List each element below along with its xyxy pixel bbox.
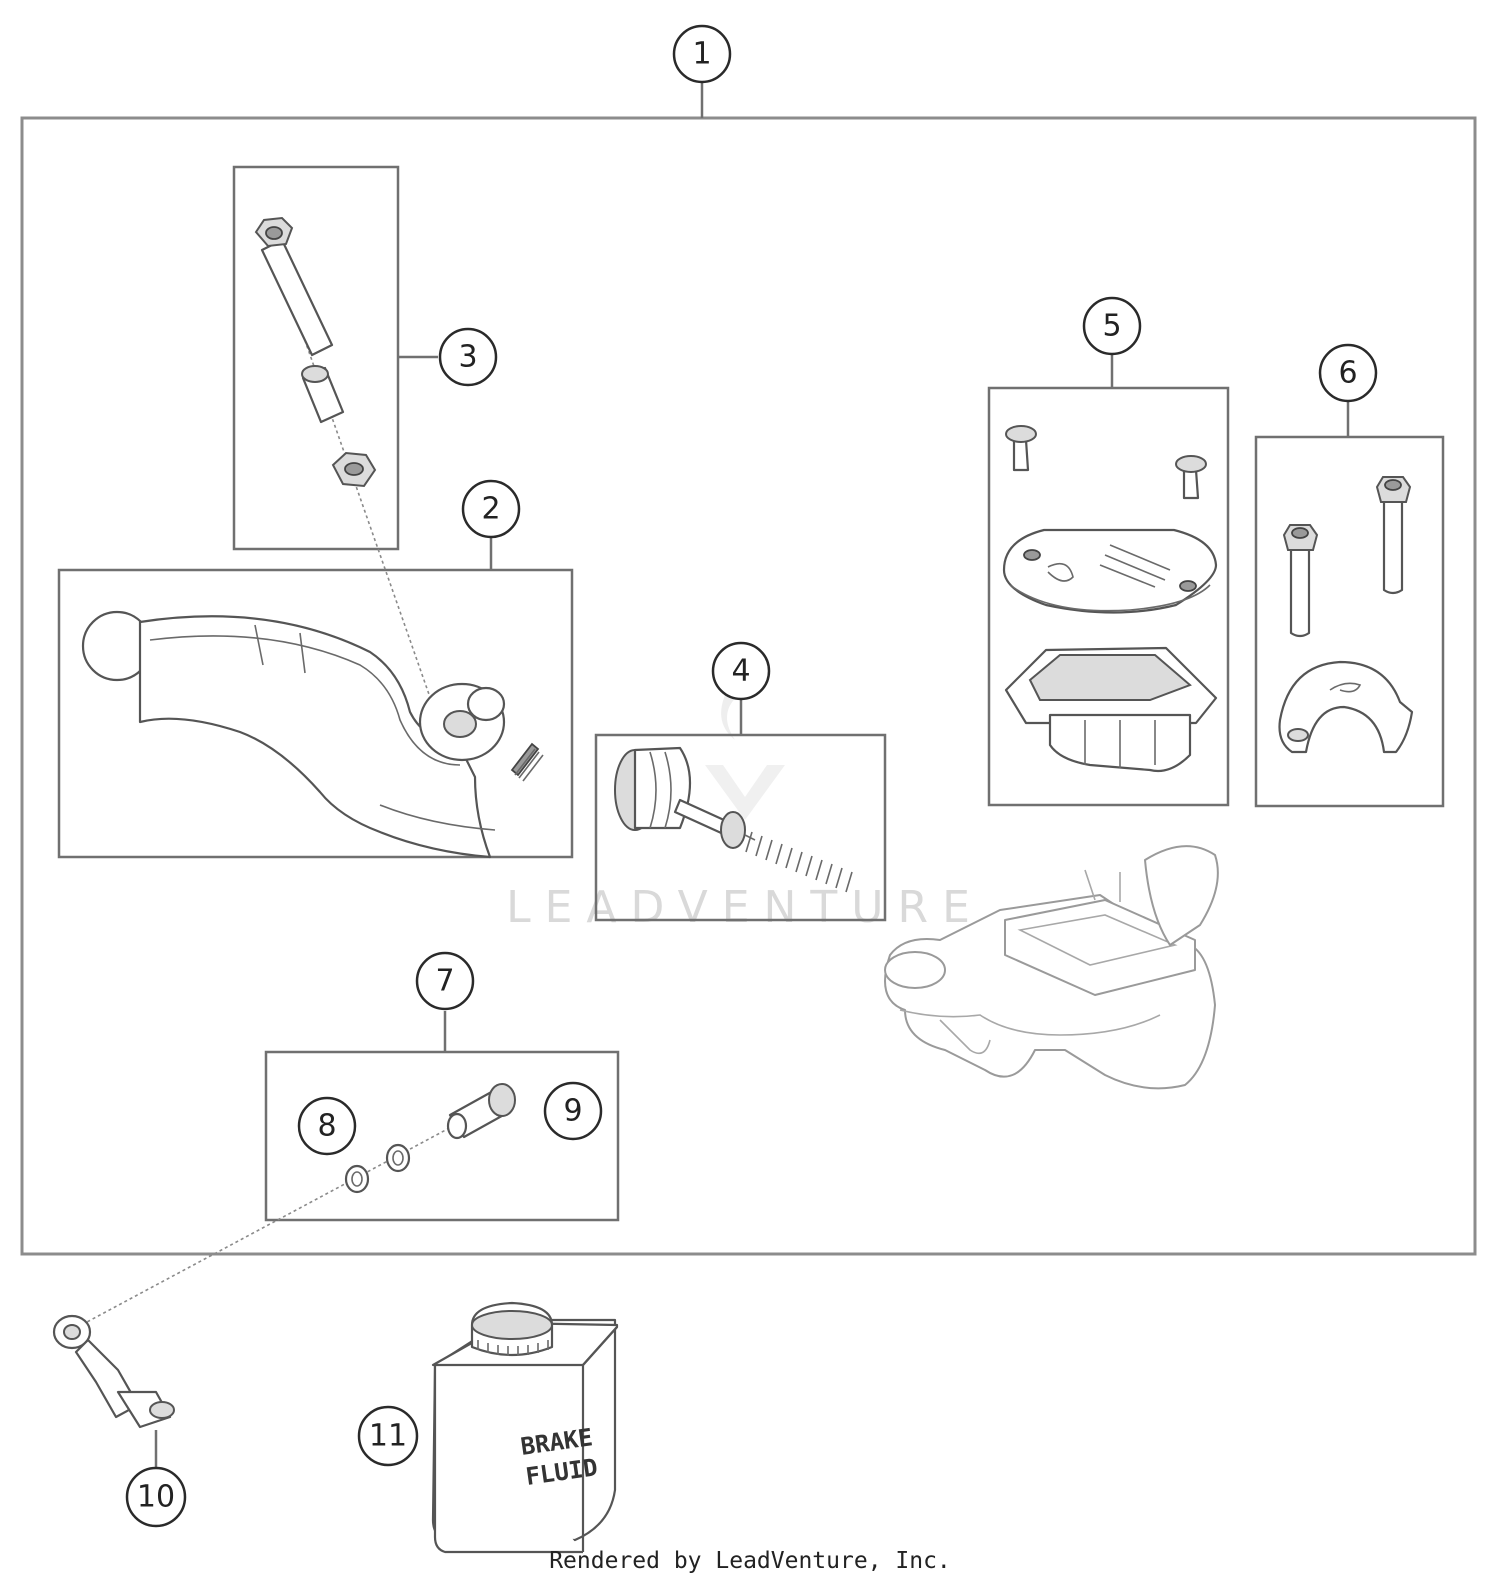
master-cylinder-body xyxy=(884,845,1219,1090)
cover-screw-left xyxy=(1005,425,1037,472)
handlebar-clamp xyxy=(1278,660,1414,754)
piston-kit xyxy=(614,746,853,893)
render-credit: Rendered by LeadVenture, Inc. xyxy=(549,1548,951,1574)
clamp-bolt-left xyxy=(1282,524,1319,638)
watermark: LEADVENTURE xyxy=(506,676,984,933)
bleeder-screw xyxy=(446,1083,516,1140)
callout-1: 1 xyxy=(672,24,732,84)
callout-8: 8 xyxy=(297,1096,357,1156)
callout-7: 7 xyxy=(415,951,475,1011)
group-frame-3 xyxy=(232,165,400,551)
brake-lever xyxy=(81,610,544,859)
cover-screw-right xyxy=(1175,455,1207,500)
reservoir-diaphragm xyxy=(1004,646,1218,773)
callout-11: 11 xyxy=(357,1405,419,1467)
brake-fluid-can: BRAKE FLUID xyxy=(431,1301,619,1554)
banjo-fitting xyxy=(52,1314,175,1429)
callout-11-number: 11 xyxy=(369,1419,407,1454)
lever-pivot-bolt-set xyxy=(254,216,377,488)
callout-9: 9 xyxy=(543,1081,603,1141)
bleeder-kit xyxy=(344,1083,516,1194)
callout-10-number: 10 xyxy=(137,1480,175,1515)
callout-7-number: 7 xyxy=(435,964,454,999)
reservoir-cover-kit xyxy=(1002,425,1218,773)
callout-3-number: 3 xyxy=(458,340,477,375)
callout-9-number: 9 xyxy=(563,1094,582,1129)
handlebar-clamp-kit xyxy=(1278,476,1414,754)
callout-4: 4 xyxy=(711,641,771,701)
callout-1-number: 1 xyxy=(692,37,711,72)
clamp-bolt-right xyxy=(1375,476,1412,595)
callout-6: 6 xyxy=(1318,343,1378,403)
leader-lines xyxy=(154,82,1350,1467)
lever-spring xyxy=(510,742,544,782)
reservoir-cap xyxy=(1002,528,1218,614)
callout-5: 5 xyxy=(1082,296,1142,356)
callout-3: 3 xyxy=(438,327,498,387)
group-frame-2 xyxy=(57,568,574,859)
callout-4-number: 4 xyxy=(731,654,750,689)
callout-2-number: 2 xyxy=(481,492,500,527)
callout-2: 2 xyxy=(461,479,521,539)
group-frame-6 xyxy=(1254,435,1445,808)
group-frame-5 xyxy=(987,386,1230,807)
callout-6-number: 6 xyxy=(1338,356,1357,391)
watermark-text: LEADVENTURE xyxy=(506,882,984,933)
callout-10: 10 xyxy=(125,1466,187,1528)
assembly-frame xyxy=(20,116,1477,1256)
group-frame-7 xyxy=(264,1050,620,1222)
can-cap xyxy=(470,1301,554,1357)
callout-8-number: 8 xyxy=(317,1109,336,1144)
seal-ring-8a xyxy=(344,1164,370,1194)
seal-ring-8b xyxy=(385,1143,411,1173)
callout-5-number: 5 xyxy=(1102,309,1121,344)
